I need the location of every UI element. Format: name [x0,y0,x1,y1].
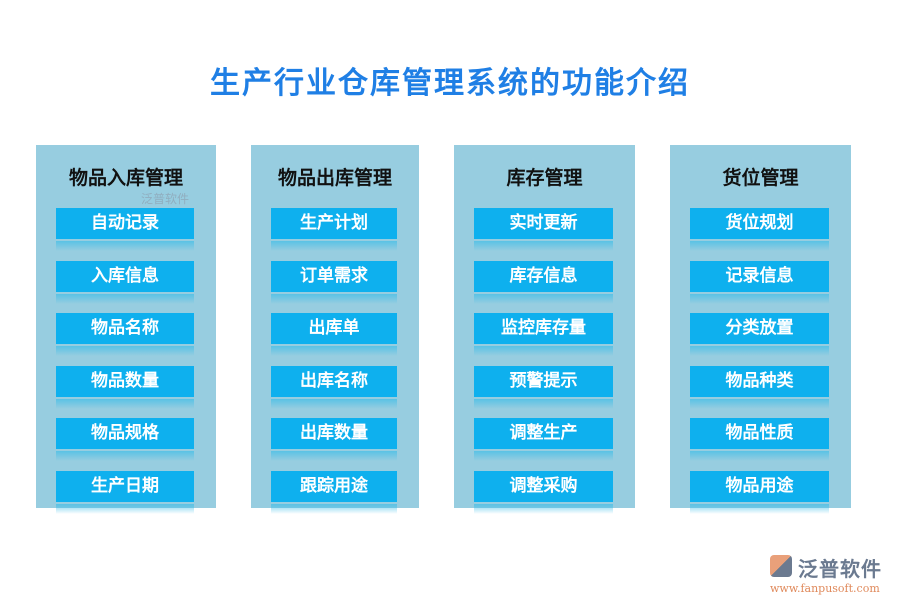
feature-item: 监控库存量 [474,313,613,356]
panel-title: 物品入库管理 [68,167,183,189]
panel-column: 货位管理货位规划记录信息分类放置物品种类物品性质物品用途 [670,145,851,514]
feature-item: 物品用途 [690,470,829,514]
panel-title: 库存管理 [506,167,583,189]
feature-item: 跟踪用途 [271,470,397,514]
feature-item: 实时更新 [474,208,613,251]
feature-item: 入库信息 [56,260,194,304]
feature-item: 库存信息 [474,260,613,304]
watermark: 泛普软件 [141,192,190,206]
logo-url: www.fanpusoft.com [770,582,880,595]
panel-column: 物品出库管理生产计划订单需求出库单出库名称出库数量跟踪用途 [251,145,419,514]
feature-item: 生产日期 [56,470,194,514]
feature-item: 出库名称 [271,365,397,409]
feature-item: 生产计划 [271,208,397,251]
feature-item: 调整采购 [474,470,613,514]
feature-item: 预警提示 [474,365,613,409]
feature-item: 物品数量 [56,365,194,409]
panel-title: 货位管理 [722,167,799,189]
feature-item: 货位规划 [690,208,829,251]
panel-column: 库存管理实时更新库存信息监控库存量预警提示调整生产调整采购 [454,145,635,514]
page-title: 生产行业仓库管理系统的功能介绍 [210,66,690,101]
feature-item: 订单需求 [271,260,397,304]
feature-item: 物品名称 [56,313,194,356]
feature-item: 物品性质 [690,418,829,461]
feature-item: 调整生产 [474,418,613,461]
brand-logo: 泛普软件 www.fanpusoft.com [770,553,882,595]
feature-item: 物品规格 [56,418,194,461]
feature-item: 出库单 [271,313,397,356]
feature-item: 分类放置 [690,313,829,356]
feature-item: 物品种类 [690,365,829,409]
logo-icon [770,555,792,577]
panel-title: 物品出库管理 [277,167,392,189]
feature-item: 记录信息 [690,260,829,304]
panel-column: 物品入库管理泛普软件自动记录入库信息物品名称物品数量物品规格生产日期 [36,145,216,514]
logo-name: 泛普软件 [798,557,882,581]
feature-item: 出库数量 [271,418,397,461]
feature-item: 自动记录 [56,208,194,251]
